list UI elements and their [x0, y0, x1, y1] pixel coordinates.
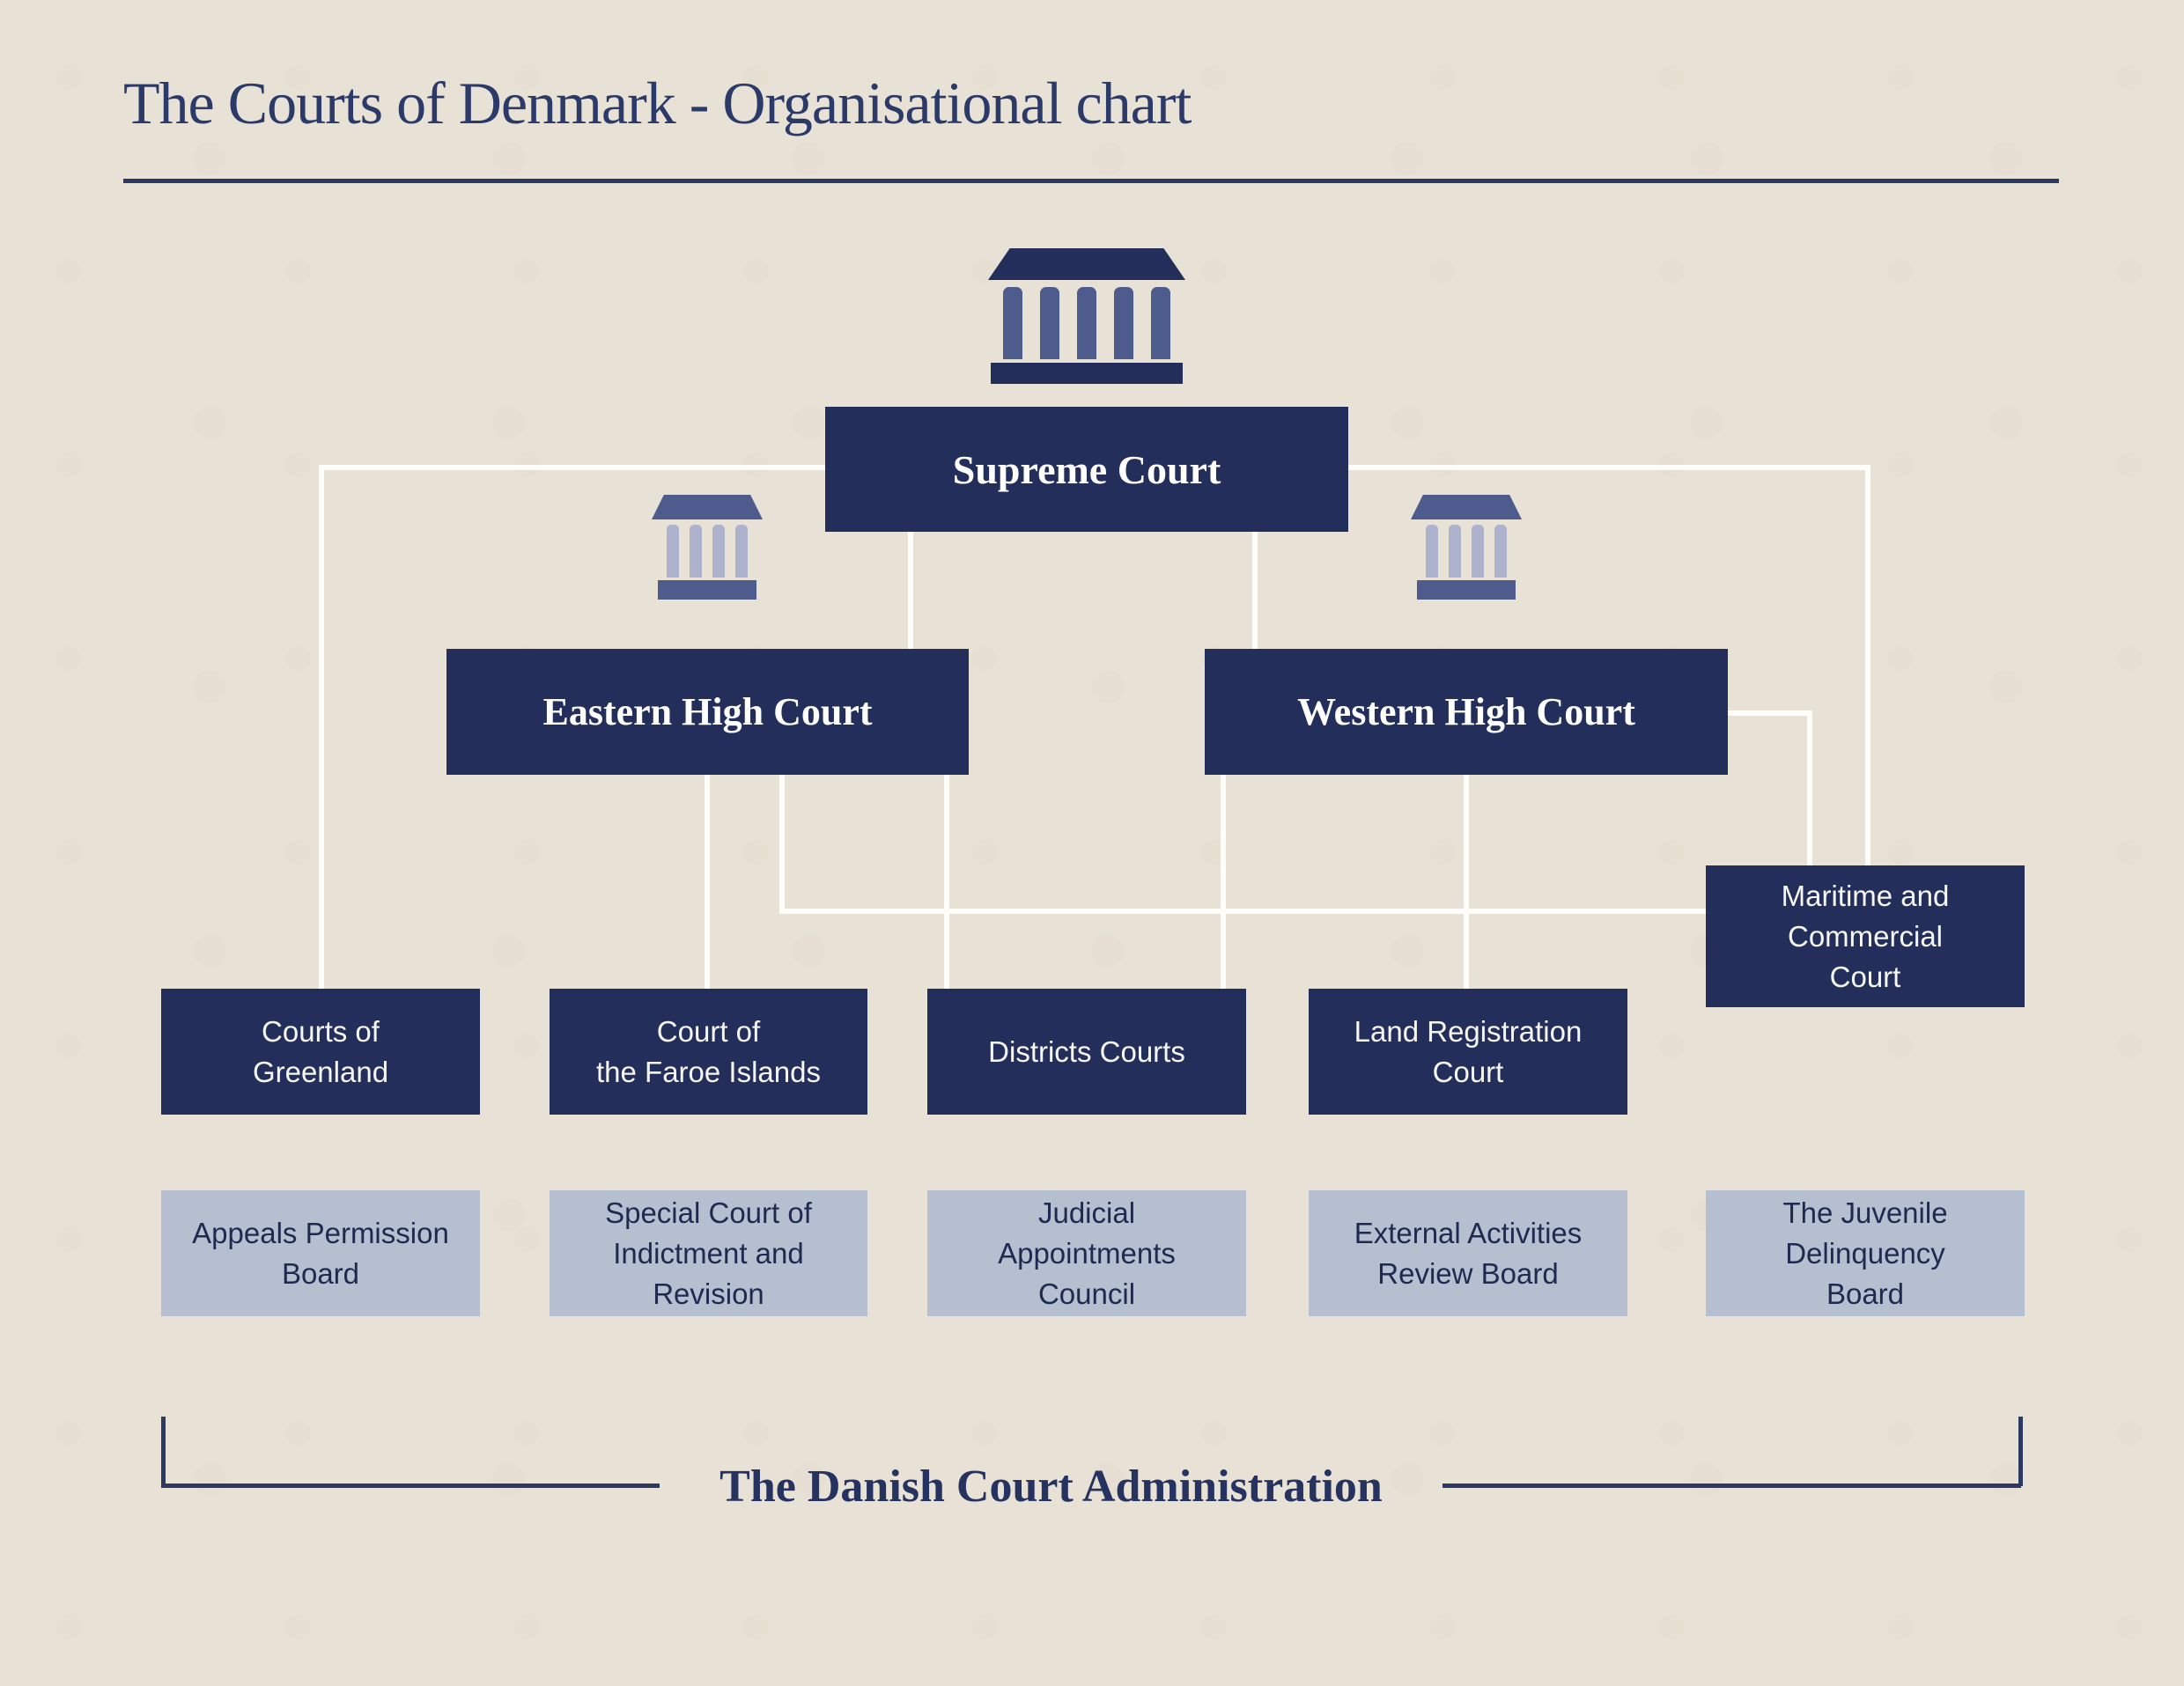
eastern-courthouse-icon	[652, 495, 763, 600]
title-rule	[123, 179, 2059, 183]
node-label-line: External Activities	[1354, 1216, 1583, 1249]
connector-eastern-maritime-vertical	[779, 775, 785, 914]
node-label-line: Greenland	[252, 1055, 389, 1088]
node-courts-of-greenland: Courts of Greenland	[161, 989, 480, 1115]
node-external-activities-review-board: External Activities Review Board	[1309, 1190, 1627, 1316]
page-title: The Courts of Denmark - Organisational c…	[123, 70, 1192, 136]
node-western-high-court: Western High Court	[1205, 649, 1728, 775]
node-maritime-commercial-court: Maritime and Commercial Court	[1706, 865, 2025, 1007]
bracket-left-horizontal	[161, 1484, 660, 1488]
node-juvenile-delinquency-board: The Juvenile Delinquency Board	[1706, 1190, 2025, 1316]
columns-shape	[1426, 525, 1507, 578]
node-land-registration-court: Land Registration Court	[1309, 989, 1627, 1115]
node-label-line: Board	[1826, 1277, 1905, 1310]
node-label-line: the Faroe Islands	[596, 1055, 821, 1088]
connector-supreme-to-maritime	[1865, 465, 1870, 865]
base-shape	[1417, 580, 1516, 600]
node-label-line: Maritime and	[1781, 879, 1950, 912]
bracket-right-horizontal	[1442, 1484, 2021, 1488]
node-label-line: Court	[1829, 960, 1901, 993]
connector-supreme-to-greenland	[319, 465, 324, 989]
node-special-court-indictment-revision: Special Court of Indictment and Revision	[550, 1190, 867, 1316]
bracket-right-vertical	[2018, 1417, 2023, 1486]
columns-shape	[1003, 287, 1170, 359]
roof-shape	[988, 248, 1185, 280]
node-label-line: Special Court of	[605, 1196, 812, 1229]
roof-shape	[652, 495, 763, 519]
danish-court-administration-label: The Danish Court Administration	[719, 1461, 1383, 1512]
node-label-line: Appointments	[998, 1236, 1176, 1270]
node-label-line: Council	[1037, 1277, 1136, 1310]
node-label: Western High Court	[1297, 690, 1635, 733]
node-eastern-high-court: Eastern High Court	[446, 649, 969, 775]
node-label-line: Courts of	[262, 1014, 380, 1048]
connector-eastern-to-districts	[944, 775, 949, 989]
node-label-line: Land Registration	[1354, 1014, 1583, 1048]
connector-western-to-districts	[1221, 775, 1226, 989]
node-appeals-permission-board: Appeals Permission Board	[161, 1190, 480, 1316]
base-shape	[658, 580, 756, 600]
node-label-line: Appeals Permission	[192, 1216, 449, 1249]
node-label-line: Judicial	[1037, 1196, 1136, 1229]
node-label-line: Court	[1432, 1055, 1504, 1088]
node-label-line: Revision	[653, 1277, 764, 1310]
connector-supreme-to-eastern	[908, 532, 913, 649]
connector-supreme-left-horizontal	[319, 465, 825, 470]
node-label-line: Commercial	[1787, 919, 1944, 953]
connector-western-to-landreg	[1464, 775, 1469, 989]
node-label-line: Review Board	[1377, 1256, 1559, 1290]
connector-eastern-maritime-horizontal	[779, 909, 1706, 914]
node-label-line: Court of	[656, 1014, 761, 1048]
connector-supreme-to-western	[1252, 532, 1258, 649]
node-label: Eastern High Court	[542, 690, 873, 733]
node-court-of-faroe-islands: Court of the Faroe Islands	[550, 989, 867, 1115]
node-label-line: The Juvenile	[1782, 1196, 1948, 1229]
supreme-courthouse-icon	[988, 248, 1185, 384]
node-label-line: Delinquency	[1785, 1236, 1945, 1270]
base-shape	[991, 363, 1183, 384]
columns-shape	[667, 525, 748, 578]
node-label-line: Board	[281, 1256, 360, 1290]
connector-western-maritime-horizontal	[1728, 710, 1812, 716]
node-judicial-appointments-council: Judicial Appointments Council	[927, 1190, 1246, 1316]
connector-eastern-to-faroe	[705, 775, 710, 989]
node-supreme-court: Supreme Court	[825, 407, 1348, 532]
node-label: Supreme Court	[952, 446, 1221, 492]
roof-shape	[1411, 495, 1522, 519]
node-districts-courts: Districts Courts	[927, 989, 1246, 1115]
bracket-left-vertical	[161, 1417, 166, 1486]
connector-western-maritime-vertical	[1807, 710, 1812, 865]
node-label-line: Indictment and	[613, 1236, 804, 1270]
connector-supreme-right-horizontal	[1348, 465, 1870, 470]
western-courthouse-icon	[1411, 495, 1522, 600]
node-label-line: Districts Courts	[988, 1034, 1185, 1068]
